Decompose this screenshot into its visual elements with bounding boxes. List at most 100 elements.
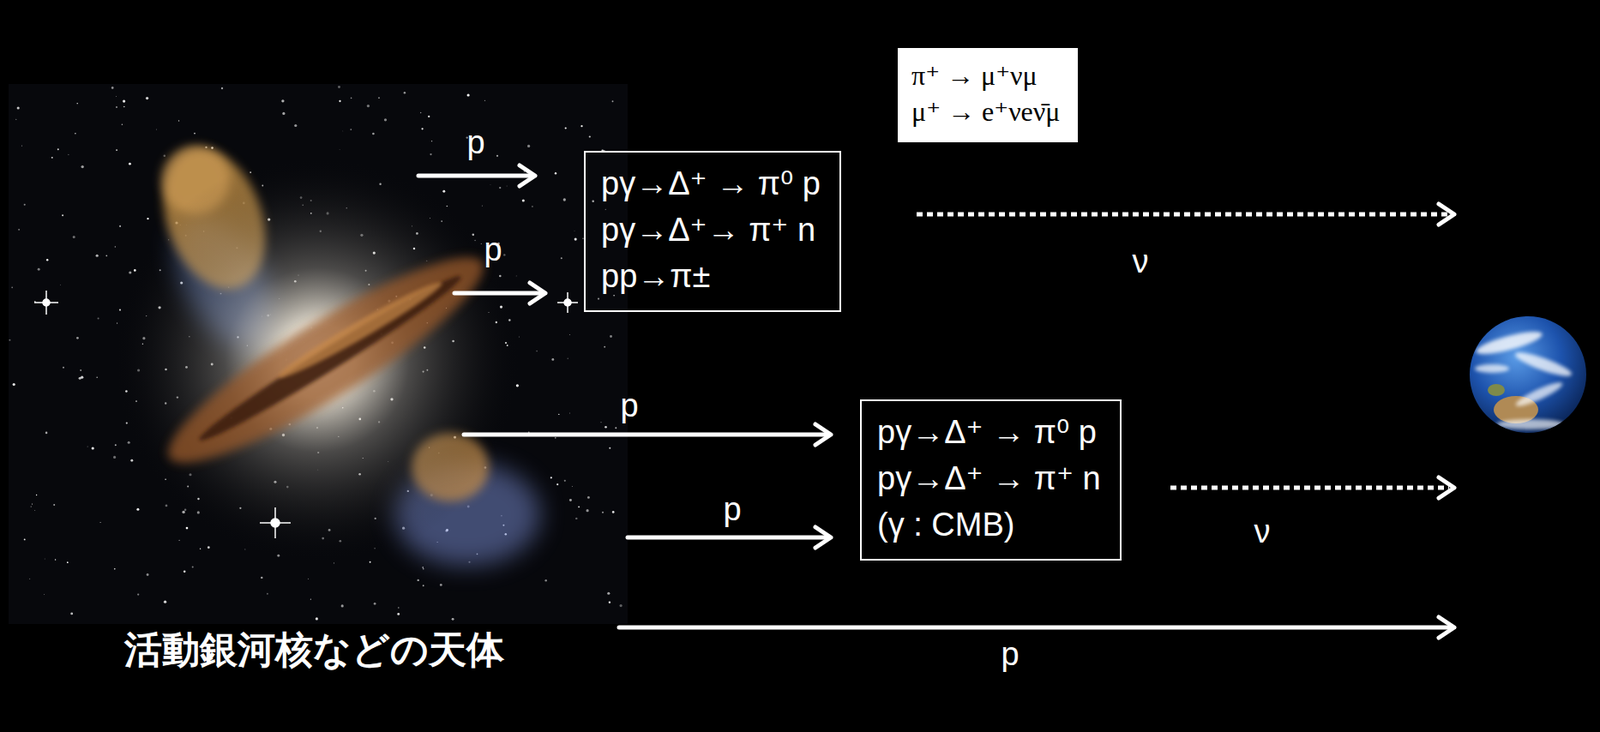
- bright-star: [557, 292, 578, 313]
- star: [554, 172, 557, 175]
- star: [193, 132, 196, 135]
- star: [551, 358, 554, 361]
- proton-arrow: [627, 535, 830, 541]
- star: [207, 546, 211, 549]
- formula-box: π⁺ → μ⁺νμμ⁺ → e⁺νeν̄μ: [897, 48, 1078, 143]
- star: [43, 558, 46, 560]
- star: [577, 505, 580, 508]
- star: [76, 336, 79, 340]
- star: [199, 548, 201, 550]
- star: [554, 437, 557, 440]
- star: [603, 346, 606, 349]
- star: [571, 486, 573, 488]
- star: [587, 496, 590, 500]
- star: [11, 286, 13, 289]
- star: [36, 494, 37, 496]
- star: [60, 283, 62, 286]
- star: [165, 505, 169, 508]
- neutrino-arrow: [916, 212, 1450, 217]
- star: [128, 162, 132, 166]
- star-field: [8, 85, 622, 621]
- star: [70, 612, 73, 615]
- bright-star: [259, 507, 291, 539]
- star: [568, 412, 571, 415]
- decay-formula: μ⁺ → e⁺νeν̄μ: [911, 94, 1060, 131]
- star: [451, 618, 455, 621]
- particle-label: ν: [1132, 243, 1149, 282]
- star: [21, 144, 23, 146]
- arrows: [418, 165, 1455, 638]
- star: [614, 427, 617, 429]
- star: [337, 85, 341, 89]
- star: [535, 350, 538, 353]
- particle-label: p: [483, 231, 502, 270]
- star: [78, 377, 82, 380]
- star: [34, 510, 36, 512]
- cloud: [1513, 348, 1575, 380]
- dust-lane: [192, 267, 467, 451]
- star: [608, 601, 611, 604]
- bright-star: [34, 290, 59, 315]
- star: [114, 568, 116, 571]
- star: [608, 447, 611, 450]
- star: [46, 258, 49, 261]
- star: [496, 155, 499, 157]
- star: [431, 140, 433, 142]
- star: [563, 198, 566, 201]
- star: [137, 593, 139, 596]
- star: [350, 97, 353, 100]
- particle-label: p: [722, 491, 741, 530]
- star: [338, 100, 341, 103]
- star: [558, 414, 560, 416]
- particle-label: p: [466, 124, 485, 163]
- star: [422, 584, 425, 587]
- reaction-formula: pp→π±: [601, 253, 710, 301]
- star: [97, 317, 100, 319]
- star: [192, 566, 194, 569]
- galaxy-image: [8, 84, 628, 625]
- star: [29, 578, 31, 580]
- particle-label: p: [619, 387, 638, 426]
- star: [24, 204, 26, 206]
- star: [580, 125, 583, 127]
- star: [156, 129, 157, 131]
- star: [100, 522, 102, 524]
- reaction-box: pγ→Δ⁺ → π⁰ ppγ→Δ⁺→ π⁺ npp→π±: [583, 150, 842, 313]
- star: [62, 366, 65, 369]
- star: [373, 602, 377, 606]
- star: [403, 91, 406, 94]
- star: [57, 148, 60, 151]
- star: [114, 444, 117, 446]
- star: [612, 100, 614, 103]
- star: [136, 508, 139, 512]
- star: [565, 126, 567, 129]
- proton-arrow: [418, 174, 534, 179]
- star: [607, 592, 610, 596]
- star: [573, 229, 576, 232]
- proton-arrow: [463, 433, 830, 438]
- cloud: [1474, 364, 1510, 373]
- star: [281, 99, 284, 103]
- star: [260, 577, 263, 579]
- star: [43, 594, 46, 596]
- star: [115, 149, 118, 151]
- star: [79, 369, 82, 372]
- star: [481, 205, 483, 207]
- star: [366, 104, 370, 108]
- star: [560, 257, 563, 259]
- star: [114, 246, 116, 247]
- star: [619, 604, 623, 608]
- star: [123, 106, 125, 108]
- star: [341, 604, 344, 608]
- land: [1487, 384, 1505, 397]
- proton-arrow: [619, 625, 1453, 631]
- star: [54, 559, 56, 560]
- star: [427, 115, 430, 118]
- star: [210, 146, 214, 150]
- reaction-formula: pγ→Δ⁺ → π⁰ p: [877, 409, 1097, 457]
- star: [349, 128, 352, 131]
- reaction-formula: (γ : CMB): [877, 502, 1015, 549]
- star: [31, 503, 33, 505]
- star: [550, 476, 553, 479]
